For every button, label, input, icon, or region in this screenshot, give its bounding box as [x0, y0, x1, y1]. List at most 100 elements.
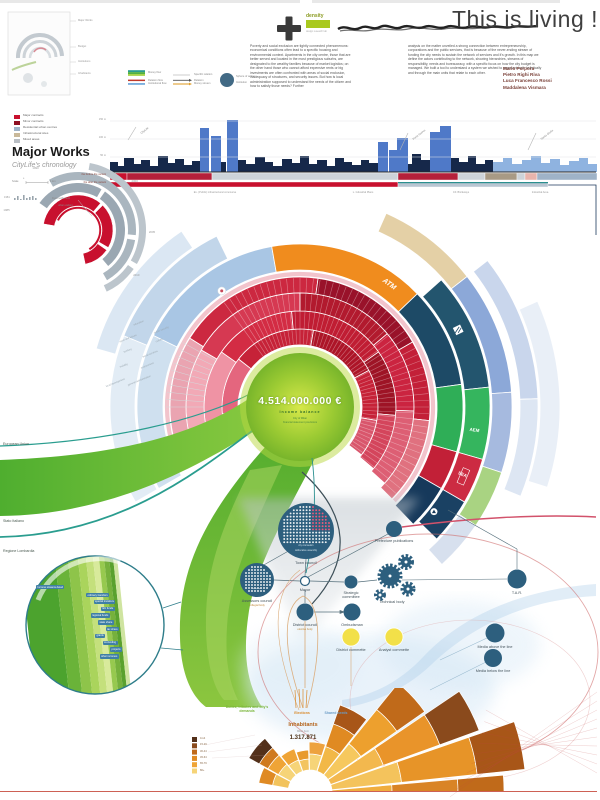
- ring-stripe: [316, 282, 334, 347]
- member-dot: [305, 528, 308, 531]
- crest-badge-dot: [220, 289, 224, 293]
- member-dot: [245, 587, 247, 589]
- fan-segment: [258, 767, 277, 786]
- member-dot: [289, 512, 292, 515]
- member-dot: [305, 538, 308, 540]
- member-dot: [308, 506, 311, 508]
- member-dot: [315, 538, 318, 540]
- timeline-bar: [457, 172, 486, 181]
- member-dot: [251, 590, 253, 592]
- major-works-skyline: [110, 120, 597, 172]
- member-dot: [328, 538, 330, 540]
- member-dot: [296, 541, 298, 544]
- timeline-teal-strip: [398, 182, 548, 184]
- shape: [399, 132, 409, 151]
- ring-stripe: [362, 393, 429, 401]
- tick-line: [167, 384, 206, 392]
- building: [292, 163, 300, 172]
- chronology-gray-arc: [103, 265, 134, 292]
- gear-icon: [400, 581, 416, 597]
- member-dot: [257, 572, 259, 574]
- member-dot: [312, 534, 314, 537]
- member-dot: [286, 525, 289, 528]
- member-dot: [318, 538, 321, 540]
- shape: [294, 689, 297, 709]
- member-dot: [312, 525, 314, 528]
- building: [175, 159, 184, 172]
- member-dot: [315, 531, 318, 534]
- chronology-red-arc: [82, 243, 108, 265]
- member-dot: [324, 522, 327, 524]
- ring-stripe: [362, 413, 429, 421]
- shape: [447, 509, 518, 550]
- mini-bar: [26, 198, 28, 200]
- member-dot: [308, 515, 311, 518]
- age-swatch: [192, 737, 197, 742]
- tick-line: [176, 355, 212, 371]
- media-below-node: [484, 649, 502, 667]
- shape: [273, 579, 301, 582]
- fan-segment: [308, 741, 326, 757]
- chronology-red-arc: [94, 204, 114, 248]
- member-dot: [296, 528, 298, 531]
- shape: [304, 558, 307, 577]
- member-dot: [318, 531, 321, 534]
- shape: [162, 601, 182, 609]
- building: [361, 160, 369, 172]
- member-dot: [308, 522, 311, 524]
- mini-bar: [32, 196, 34, 200]
- building: [485, 160, 493, 172]
- member-dot: [318, 534, 321, 537]
- ring-stripe: [309, 279, 321, 345]
- member-dot: [257, 587, 259, 589]
- member-dot: [251, 575, 253, 577]
- map-key: [128, 70, 234, 87]
- ring-stripe: [362, 399, 429, 405]
- member-dot: [254, 566, 256, 568]
- shared-needs-band: [342, 584, 596, 708]
- building: [124, 158, 134, 172]
- gear-icon: [404, 560, 408, 564]
- member-dot: [321, 522, 324, 524]
- hairline: [482, 732, 598, 756]
- member-dot: [263, 581, 265, 583]
- building: [541, 163, 550, 172]
- timeline-bar: [211, 172, 399, 181]
- chronology-arcs: [14, 163, 147, 292]
- ring-stripe: [346, 320, 397, 366]
- member-dot: [292, 518, 295, 521]
- lens-band: [77, 556, 101, 694]
- member-dot: [296, 531, 298, 534]
- member-dot: [269, 578, 271, 580]
- ring-stripe: [346, 448, 397, 494]
- member-dot: [245, 581, 247, 583]
- analyst-commette-node: [384, 627, 404, 647]
- member-dot: [263, 590, 265, 592]
- member-dot: [315, 534, 318, 537]
- building: [389, 150, 397, 172]
- building: [227, 120, 238, 172]
- member-dot: [248, 584, 250, 586]
- member-dot: [312, 538, 314, 540]
- member-dot: [296, 515, 298, 518]
- member-dot: [257, 569, 259, 571]
- fan-segment: [468, 721, 526, 775]
- building: [317, 160, 327, 172]
- member-dot: [257, 590, 259, 592]
- legend-swatch: [14, 127, 20, 131]
- member-dot: [318, 509, 321, 512]
- member-dot: [257, 584, 259, 586]
- member-dot: [289, 528, 292, 531]
- member-dot: [283, 534, 286, 537]
- building: [335, 158, 344, 172]
- member-dot: [324, 531, 327, 534]
- member-dot: [296, 522, 298, 524]
- media-above-node: [485, 623, 505, 643]
- member-dot: [263, 575, 265, 577]
- ring-stripe: [334, 298, 371, 355]
- budget-total-circle: [240, 347, 360, 467]
- member-dot: [324, 518, 327, 521]
- lens-band: [85, 556, 108, 694]
- member-dot: [289, 534, 292, 537]
- scribble-line: [337, 24, 537, 31]
